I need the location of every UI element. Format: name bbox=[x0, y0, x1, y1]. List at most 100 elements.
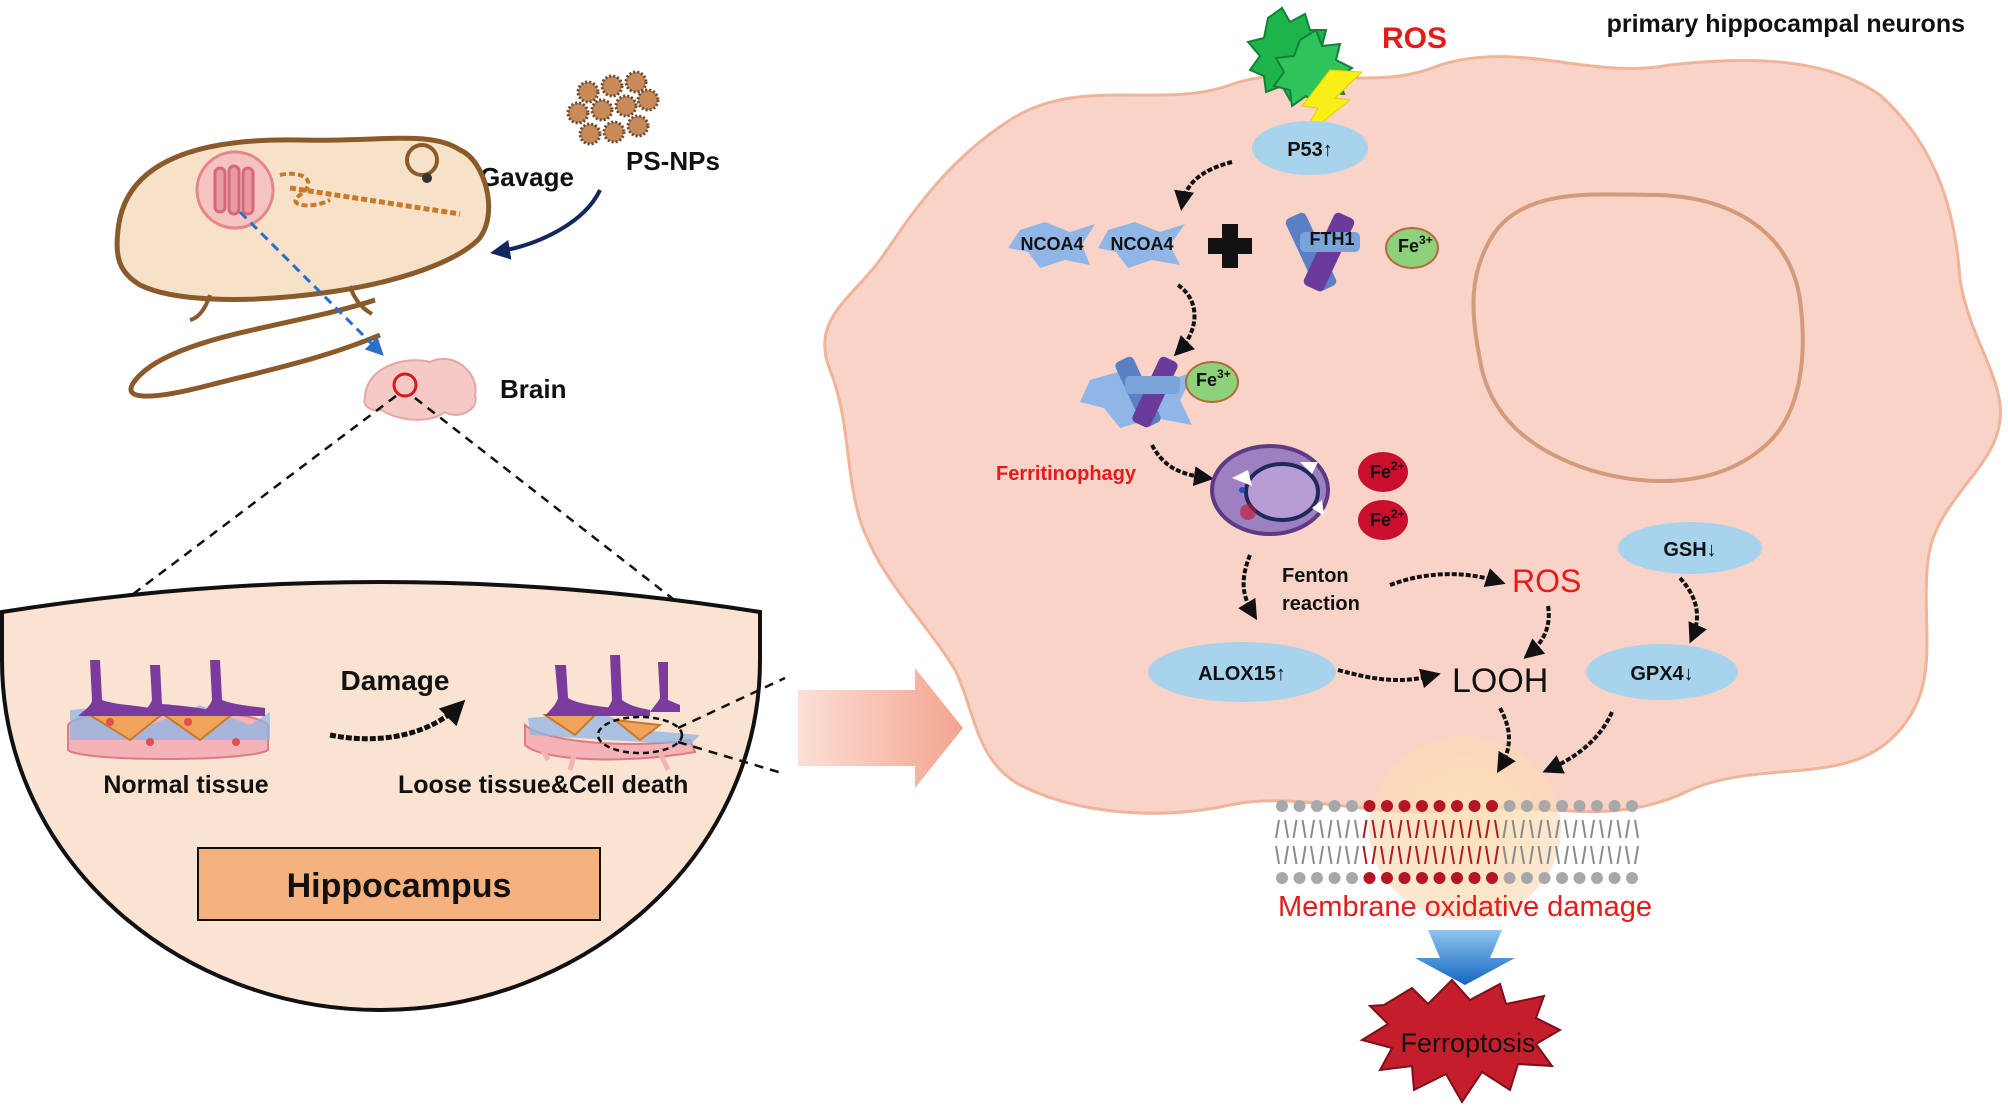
zoom-line-right bbox=[414, 397, 701, 621]
lipid-head-bottom bbox=[1486, 872, 1498, 884]
lipid-tail-top bbox=[1292, 819, 1307, 839]
lipid-head-bottom bbox=[1398, 872, 1411, 884]
lipid-tail-top bbox=[1397, 819, 1412, 839]
ros-mid-label: ROS bbox=[1512, 563, 1581, 599]
lipid-head-top bbox=[1346, 800, 1358, 812]
hippocampus-box bbox=[197, 847, 601, 921]
fe2-label-2: Fe2+ bbox=[1370, 507, 1405, 530]
cell-title: primary hippocampal neurons bbox=[1607, 10, 1965, 38]
arrow-gpx4-membrane bbox=[1542, 711, 1614, 774]
hippocampus-label: Hippocampus bbox=[287, 867, 512, 905]
loose-tissue-label: Loose tissue&Cell death bbox=[398, 771, 688, 799]
alox15-oval bbox=[1148, 642, 1336, 702]
lipid-tail-top bbox=[1345, 819, 1359, 839]
ros-top-label: ROS bbox=[1382, 22, 1447, 55]
lipid-head-bottom bbox=[1363, 872, 1376, 884]
fe3-label-1: Fe3+ bbox=[1398, 233, 1433, 256]
lipid-head-bottom bbox=[1521, 872, 1533, 884]
gavage-arrow bbox=[490, 189, 602, 260]
lipid-head-bottom bbox=[1608, 872, 1621, 884]
lipid-head-top bbox=[1503, 800, 1516, 812]
lipid-tail-top bbox=[1275, 819, 1289, 839]
gavage-label: Gavage bbox=[480, 162, 574, 192]
lipid-tail-bottom bbox=[1625, 845, 1639, 865]
fe3-label-2: Fe3+ bbox=[1196, 367, 1231, 390]
ncoa4-shape-2 bbox=[1098, 222, 1185, 268]
lipid-head-top bbox=[1591, 800, 1603, 812]
fenton-line1: Fenton bbox=[1282, 565, 1349, 587]
lipid-tail-top bbox=[1607, 819, 1622, 839]
lipid-head-top bbox=[1626, 800, 1638, 812]
lipid-tail-top bbox=[1537, 819, 1552, 839]
gpx4-oval bbox=[1586, 644, 1738, 700]
lipid-head-top bbox=[1293, 800, 1306, 812]
lipid-head-top bbox=[1276, 800, 1288, 812]
lipid-tail-top bbox=[1467, 819, 1482, 839]
lipid-head-top bbox=[1398, 800, 1411, 812]
lipid-head-bottom bbox=[1626, 872, 1638, 884]
ferritinophagy-label: Ferritinophagy bbox=[996, 463, 1137, 485]
ferroptosis-label: Ferroptosis bbox=[1400, 1028, 1535, 1058]
lipid-tail-bottom bbox=[1485, 845, 1499, 865]
lipid-head-bottom bbox=[1416, 872, 1428, 884]
psnp-label: PS-NPs bbox=[626, 146, 720, 176]
down-arrow bbox=[1415, 930, 1515, 985]
lipid-head-bottom bbox=[1276, 872, 1288, 884]
lipid-tail-bottom bbox=[1520, 845, 1534, 865]
zoom-line-cell-bottom bbox=[677, 740, 786, 776]
p53-oval bbox=[1252, 121, 1368, 175]
lipid-tail-bottom bbox=[1327, 845, 1342, 865]
lipid-tail-top bbox=[1520, 819, 1534, 839]
lipid-tail-bottom bbox=[1537, 845, 1552, 865]
lipid-tail-bottom bbox=[1397, 845, 1412, 865]
arrow-fenton-down bbox=[1238, 554, 1258, 621]
lipid-head-bottom bbox=[1346, 872, 1358, 884]
lipid-tail-top bbox=[1502, 819, 1517, 839]
mouse-icon bbox=[114, 135, 492, 399]
lipid-head-bottom bbox=[1293, 872, 1306, 884]
lipid-head-top bbox=[1311, 800, 1323, 812]
lipid-tail-top bbox=[1310, 819, 1324, 839]
lipid-tail-bottom bbox=[1572, 845, 1587, 865]
lipid-head-top bbox=[1363, 800, 1376, 812]
lipid-tail-bottom bbox=[1380, 845, 1394, 865]
fth1-icon bbox=[1285, 212, 1360, 292]
ncoa4-label-1: NCOA4 bbox=[1020, 234, 1083, 254]
lipid-head-top bbox=[1416, 800, 1428, 812]
lipid-tail-top bbox=[1590, 819, 1604, 839]
fe3-circle-1 bbox=[1385, 227, 1439, 269]
lipid-head-top bbox=[1486, 800, 1498, 812]
arrow-p53-ncoa4 bbox=[1174, 160, 1233, 211]
membrane-label: Membrane oxidative damage bbox=[1278, 891, 1652, 923]
lipid-tail-bottom bbox=[1310, 845, 1324, 865]
damage-arrow bbox=[329, 699, 466, 742]
lipid-head-top bbox=[1521, 800, 1533, 812]
fe2-label-1: Fe2+ bbox=[1370, 459, 1405, 482]
lipid-head-bottom bbox=[1468, 872, 1481, 884]
lipid-tail-top bbox=[1415, 819, 1429, 839]
normal-tissue-label: Normal tissue bbox=[103, 771, 268, 799]
arrow-ros-looh bbox=[1523, 605, 1551, 659]
lipid-head-bottom bbox=[1573, 872, 1586, 884]
normal-tissue-icon bbox=[67, 660, 270, 760]
arrow-alox15-looh bbox=[1337, 668, 1441, 689]
neuron-cell-body bbox=[823, 55, 2002, 815]
lipid-head-top bbox=[1381, 800, 1393, 812]
lipid-head-top bbox=[1451, 800, 1463, 812]
lipid-tail-bottom bbox=[1362, 845, 1377, 865]
lipid-head-bottom bbox=[1311, 872, 1323, 884]
damage-label: Damage bbox=[341, 665, 450, 696]
p53-label: P53↑ bbox=[1287, 139, 1333, 161]
lipid-head-bottom bbox=[1433, 872, 1446, 884]
lipid-tail-top bbox=[1432, 819, 1447, 839]
fe3-circle-2 bbox=[1185, 361, 1239, 403]
ncoa4-label-2: NCOA4 bbox=[1110, 234, 1173, 254]
lipid-head-top bbox=[1538, 800, 1551, 812]
lipid-tail-bottom bbox=[1292, 845, 1307, 865]
arrow-fenton-ros bbox=[1389, 568, 1506, 588]
lipid-head-top bbox=[1328, 800, 1341, 812]
lipid-tail-bottom bbox=[1590, 845, 1604, 865]
lipid-head-top bbox=[1433, 800, 1446, 812]
fe2-circle-2 bbox=[1358, 500, 1408, 540]
